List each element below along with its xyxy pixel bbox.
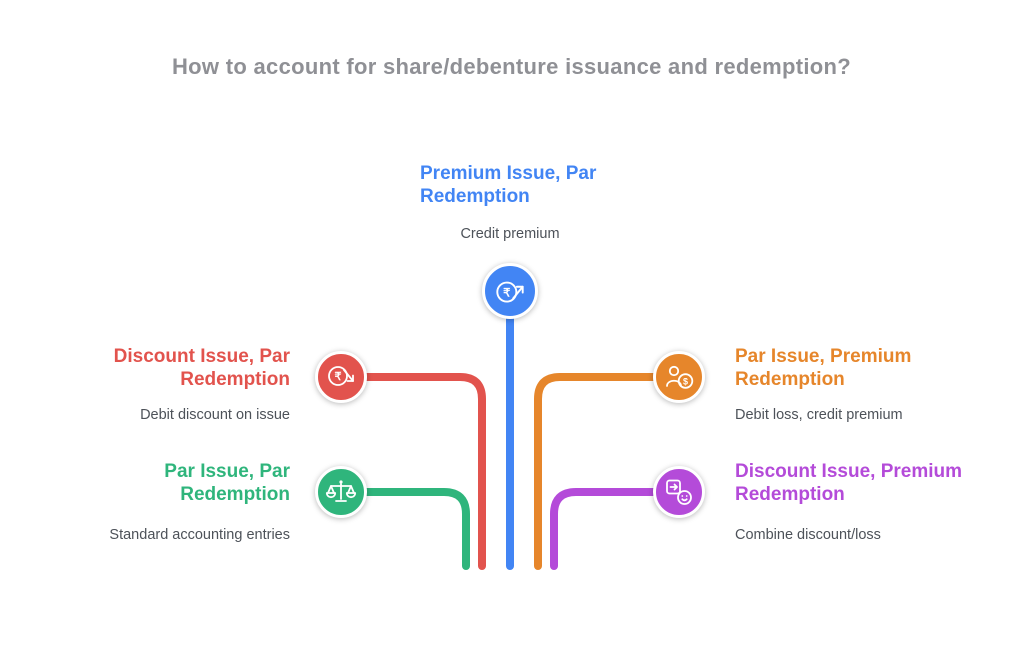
connector-discount-issue-premium-redemption [550, 488, 680, 570]
node-circle-premium-issue-par-redemption: ₹ [482, 263, 538, 319]
connector-par-issue-premium-redemption [534, 373, 680, 570]
node-label-premium-issue-par-redemption: Premium Issue, Par Redemption [420, 163, 597, 207]
node-circle-discount-issue-par-redemption: ₹ [315, 351, 367, 403]
node-description-discount-issue-par-redemption: Debit discount on issue [140, 407, 290, 423]
node-circle-par-issue-premium-redemption: $ [653, 351, 705, 403]
page-title: How to account for share/debenture issua… [171, 54, 852, 79]
connector-discount-issue-par-redemption [337, 373, 486, 570]
rupee-decline-icon: ₹ [328, 366, 354, 386]
node-circle-discount-issue-premium-redemption [653, 466, 705, 518]
node-description-premium-issue-par-redemption: Credit premium [460, 226, 560, 242]
node-label-discount-issue-premium-redemption: Discount Issue, Premium Redemption [735, 461, 963, 505]
currency-exchange-icon [666, 479, 692, 505]
node-label-par-issue-par-redemption: Par Issue, Par Redemption [164, 461, 290, 505]
balance-scale-icon [325, 480, 357, 502]
person-dollar-icon: $ [666, 365, 694, 389]
node-description-discount-issue-premium-redemption: Combine discount/loss [735, 527, 881, 543]
svg-text:₹: ₹ [503, 286, 511, 299]
node-label-discount-issue-par-redemption: Discount Issue, Par Redemption [113, 346, 290, 390]
rupee-growth-icon: ₹ [496, 281, 524, 303]
node-circle-par-issue-par-redemption [315, 466, 367, 518]
node-label-par-issue-premium-redemption: Par Issue, Premium Redemption [735, 346, 912, 390]
connector-par-issue-par-redemption [337, 488, 470, 570]
svg-text:₹: ₹ [335, 371, 342, 383]
node-description-par-issue-premium-redemption: Debit loss, credit premium [735, 407, 903, 423]
svg-text:$: $ [683, 377, 688, 387]
node-description-par-issue-par-redemption: Standard accounting entries [109, 527, 290, 543]
